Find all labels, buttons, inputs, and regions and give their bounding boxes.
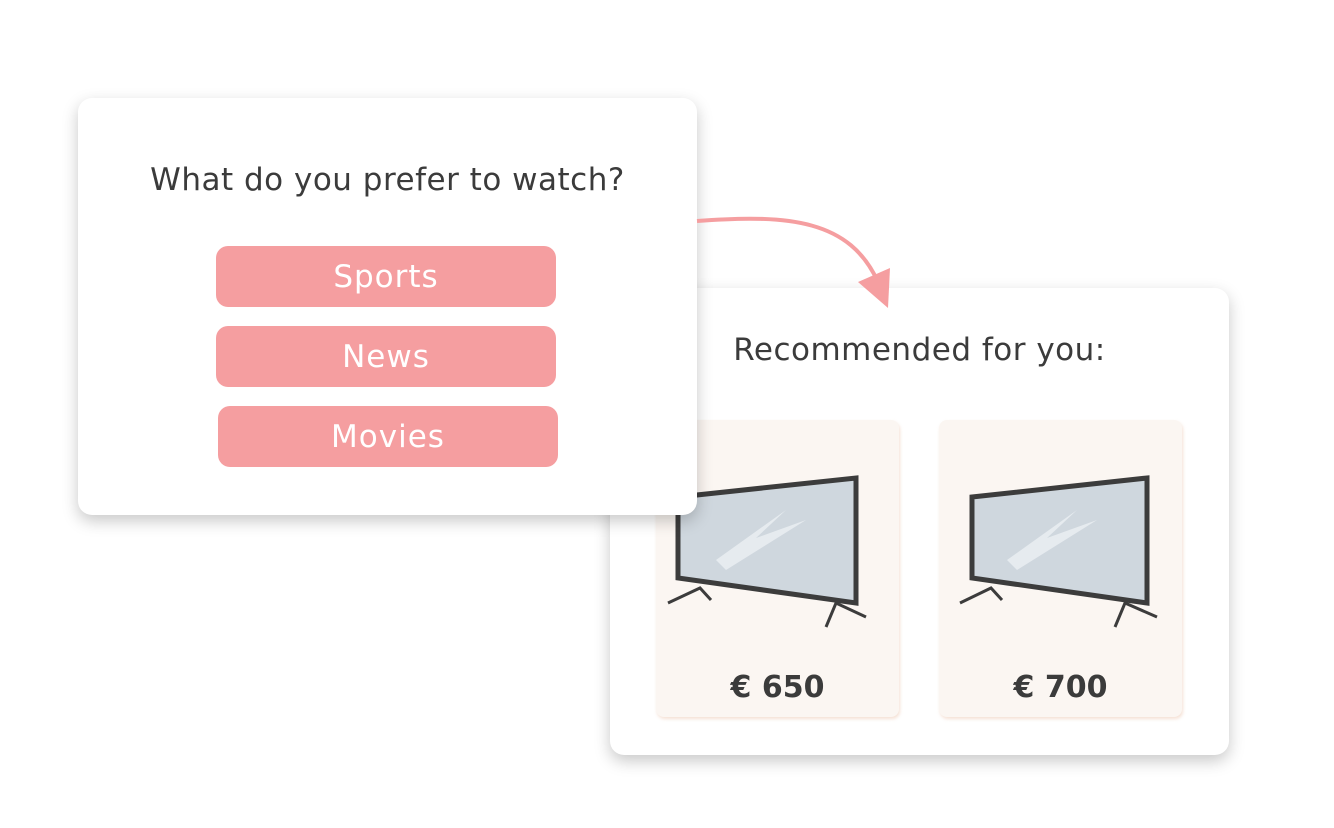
- preference-quiz-card: What do you prefer to watch? Sports News…: [78, 98, 697, 515]
- tv-icon: [667, 475, 867, 628]
- product-price: € 700: [1013, 670, 1108, 705]
- tv-icon: [959, 475, 1158, 628]
- recommendations-card: Recommended for you: € 650 € 700: [610, 288, 1229, 755]
- recommendations-title: Recommended for you:: [733, 332, 1106, 368]
- option-movies-button[interactable]: Movies: [218, 406, 558, 467]
- product-card[interactable]: € 700: [939, 420, 1182, 717]
- option-news-button[interactable]: News: [216, 326, 556, 387]
- quiz-question: What do you prefer to watch?: [150, 162, 625, 198]
- option-sports-button[interactable]: Sports: [216, 246, 556, 307]
- product-price: € 650: [730, 670, 825, 705]
- product-card[interactable]: € 650: [656, 420, 899, 717]
